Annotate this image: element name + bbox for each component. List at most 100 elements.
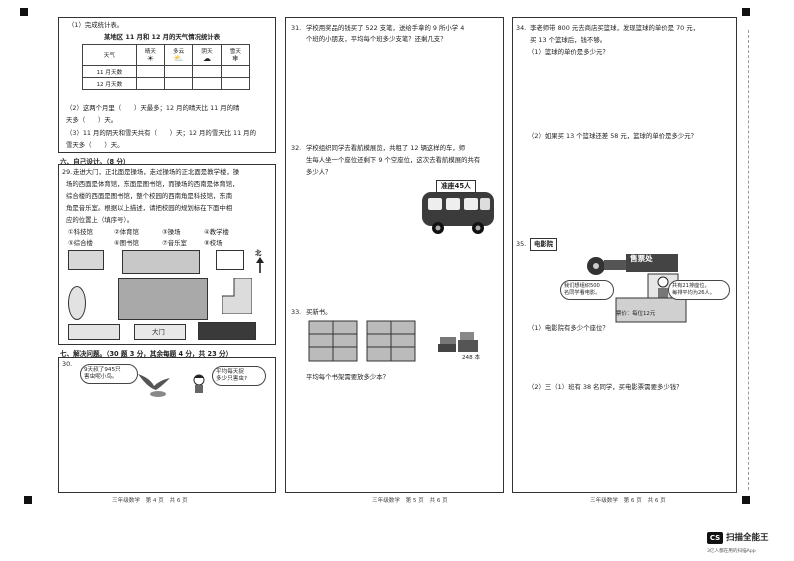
sub-question: （1）电影院有多少个座位？ (528, 324, 609, 332)
option-label: ①科技馆 (68, 228, 93, 236)
question-text: 买新书。 (306, 308, 332, 316)
design-question-box (58, 164, 276, 345)
north-arrow-icon (256, 257, 264, 273)
sub-question: （2）如果买 13 个篮球还差 58 元，篮球的单价是多少元？ (528, 132, 698, 140)
table-header-cell: 多云⛅ (163, 44, 194, 66)
cinema-title: 电影院 (530, 238, 558, 251)
question-text: （3）11 月的阴天和雪天共有（ ）天；12 月的雪天比 11 月的 (66, 129, 256, 137)
ticket-price: 票价：每位12元 (616, 311, 656, 317)
answer-cell[interactable] (220, 77, 251, 90)
question-number: 35. (516, 240, 527, 248)
bus-illustration (418, 176, 498, 236)
question-line: 李老师带 800 元去商店买篮球，发现篮球的单价是 70 元， (530, 24, 700, 32)
speech-bubble: 我们想组织500 名同学看电影。 (560, 280, 614, 300)
map-slot[interactable] (216, 250, 244, 270)
map-slot[interactable] (68, 324, 120, 340)
question-line: 生每人坐一个座位还剩下 9 个空座位，这次去看航模展的共有 (306, 156, 481, 164)
table-header-cell: 雪天❄ (220, 44, 251, 66)
answer-cell[interactable] (135, 77, 165, 90)
question-line: 学校用奖品的钱买了 522 支笔，送给手拿的 9 所小学 4 (306, 24, 465, 32)
answer-cell[interactable] (163, 77, 194, 90)
question-line: 应的位置上（填序号）。 (66, 216, 134, 224)
bookshelf-icon (366, 320, 416, 362)
question-line: 个班的小朋友，平均每个班多少支笔？还剩几支？ (306, 35, 447, 43)
bird-icon (136, 370, 172, 398)
question-number: 34. (516, 24, 527, 32)
books-stack-icon (436, 328, 480, 354)
question-line: 角是音乐室。根据以上描述，请把校园的规划标在下面中相 (66, 204, 233, 212)
binding-line (748, 30, 749, 490)
question-line: 综合楼的西面是图书馆，整个校园的西南角是科技馆，东南 (66, 192, 233, 200)
table-row-label: 12 月天数 (82, 77, 137, 90)
map-slot-dark[interactable] (198, 322, 256, 340)
cloud-sun-icon: ⛅ (173, 54, 184, 63)
answer-cell[interactable] (163, 65, 194, 78)
map-slot-oval[interactable] (68, 286, 86, 320)
ticket-office-sign: 售票处 (630, 254, 653, 263)
books-count: 248 本 (462, 355, 481, 361)
option-label: ⑤综合楼 (68, 239, 93, 247)
speech-bubble: 平均每天捉 多少只害虫? (212, 366, 266, 386)
answer-cell[interactable] (220, 65, 251, 78)
option-label: ④教学楼 (204, 228, 229, 236)
page-footer: 三年级数学 第 6 页 共 6 页 (590, 498, 666, 504)
bus-sign: 准座45人 (436, 180, 476, 193)
registration-mark (20, 8, 28, 16)
registration-mark (742, 8, 750, 16)
cloud-icon: ☁ (202, 54, 211, 63)
question-number: 31. (291, 24, 302, 32)
speech-bubble: 共有21排座位， 每排平均为26人。 (668, 280, 730, 300)
word-problem-box (58, 357, 276, 493)
right-question-box (512, 17, 737, 493)
map-slot[interactable] (122, 250, 200, 274)
gate-label: 大门 (152, 328, 165, 336)
question-number: 30. (62, 360, 73, 368)
bookshelf-icon (308, 320, 358, 362)
page-footer: 三年级数学 第 4 页 共 6 页 (112, 498, 188, 504)
option-label: ⑧校场 (204, 239, 223, 247)
sub-question: （2）三（1）班有 38 名同学，买电影票需要多少钱？ (528, 383, 683, 391)
watermark-tagline: 3亿人都在用的扫描App (707, 549, 756, 554)
section-heading: 七、解决问题。（30 题 3 分，其余每题 4 分，共 23 分） (60, 350, 233, 358)
map-slot-center[interactable] (118, 278, 208, 320)
section-heading: 六、自己设计。（8 分） (60, 158, 130, 166)
speech-bubble: 9天叔了945只 害虫呢小鸟。 (80, 364, 138, 384)
question-line: 学校组织同学去看航模展览，共租了 12 辆这样的车，师 (306, 144, 466, 152)
middle-question-box (285, 17, 504, 493)
question-number: 33. (291, 308, 302, 316)
table-title: 某地区 11 月和 12 月的天气情况统计表 (104, 33, 221, 41)
map-slot[interactable] (134, 324, 186, 340)
answer-cell[interactable] (192, 77, 222, 90)
weather-stat-table: 天气 晴天☀ 多云⛅ 阴天☁ 雪天❄ 11 月天数 12 月天数 (82, 44, 251, 90)
answer-cell[interactable] (135, 65, 165, 78)
map-slot[interactable] (68, 250, 104, 270)
map-slot-l-shape[interactable] (221, 277, 253, 315)
registration-mark (742, 496, 750, 504)
page-footer: 三年级数学 第 5 页 共 6 页 (372, 498, 448, 504)
question-text: 天多（ ）天。 (66, 116, 118, 124)
question-line: 场的西面是体育馆，东面是图书馆，而操场的西南是体育馆， (66, 180, 239, 188)
question-text: （2）这两个月里（ ）天最多；12 月的晴天比 11 月的晴 (66, 104, 240, 112)
statistics-question-box (58, 17, 276, 153)
option-label: ②体育馆 (114, 228, 139, 236)
watermark-brand: 扫描全能王 (726, 533, 769, 543)
answer-cell[interactable] (192, 65, 222, 78)
question-line: 走进大门，正北面是操场，走过操场的正北面是教学楼，操 (73, 168, 240, 176)
table-row-label: 11 月天数 (82, 65, 137, 78)
question-number: 29. (62, 168, 73, 176)
north-label: 北 (255, 249, 262, 257)
snow-icon: ❄ (231, 54, 239, 63)
camscanner-logo-icon: CS (707, 532, 723, 544)
table-header-cell: 阴天☁ (192, 44, 222, 66)
option-label: ③操场 (162, 228, 181, 236)
option-label: ⑦音乐室 (162, 239, 187, 247)
question-number: 32. (291, 144, 302, 152)
question-line: 买 13 个篮球后，钱不够。 (530, 36, 607, 44)
question-text: （1）完成统计表。 (68, 21, 124, 29)
sun-icon: ☀ (146, 54, 154, 63)
option-label: ⑥图书馆 (114, 239, 139, 247)
table-header-cell: 晴天☀ (135, 44, 165, 66)
sub-question: （1）篮球的单价是多少元？ (528, 48, 609, 56)
question-line: 多少人？ (306, 168, 332, 176)
boy-icon (192, 374, 206, 394)
